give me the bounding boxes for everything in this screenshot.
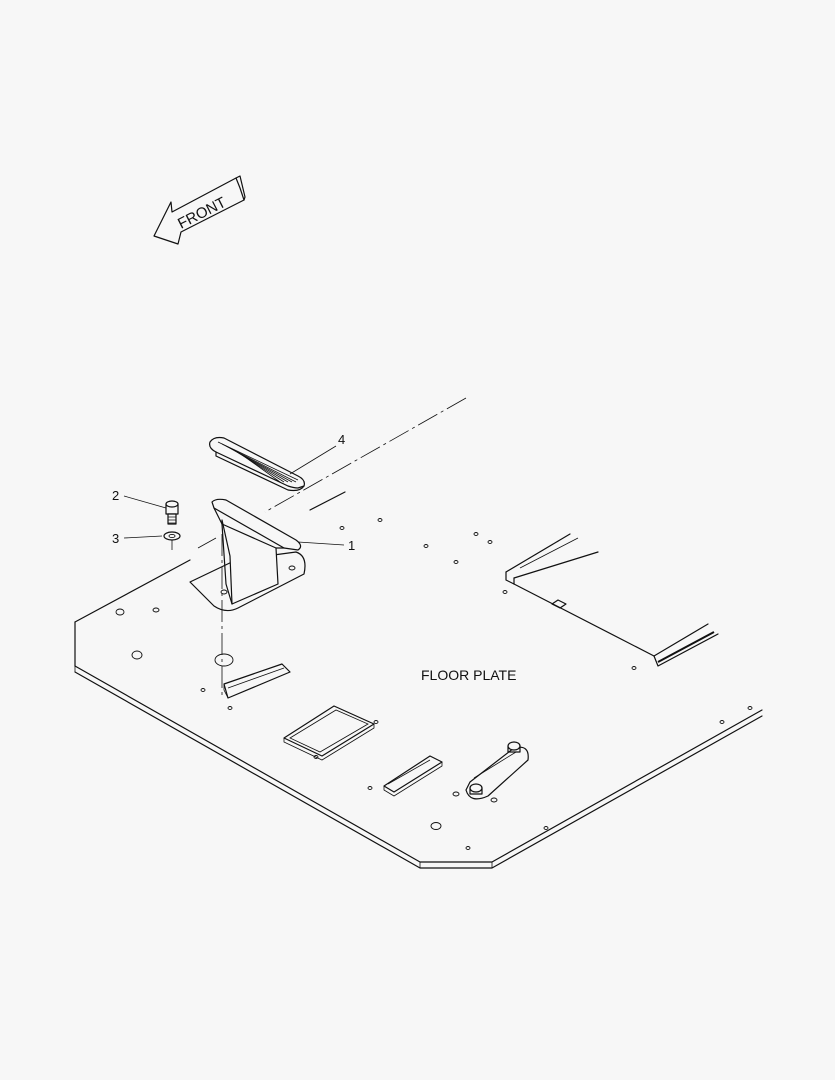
callouts: 4 2 3 1 — [112, 432, 355, 553]
front-arrow: FRONT — [153, 175, 246, 245]
pedal-bracket — [189, 498, 306, 696]
floor-plate: FLOOR PLATE — [74, 491, 763, 869]
cutout-slot-1 — [223, 663, 291, 699]
center-line — [264, 397, 467, 513]
center-line-lower — [197, 537, 217, 549]
mounting-bracket — [452, 741, 529, 803]
cutout-hatch — [283, 705, 375, 761]
cutout-slot-2 — [383, 755, 443, 797]
callout-2: 2 — [112, 488, 119, 503]
pedal-pad — [209, 436, 305, 492]
plate-holes — [115, 518, 753, 850]
washer — [163, 531, 181, 550]
callout-1: 1 — [348, 538, 355, 553]
floor-plate-label: FLOOR PLATE — [421, 667, 516, 683]
callout-3: 3 — [112, 531, 119, 546]
bolt — [165, 500, 179, 525]
callout-4: 4 — [338, 432, 345, 447]
front-label: FRONT — [175, 194, 229, 233]
